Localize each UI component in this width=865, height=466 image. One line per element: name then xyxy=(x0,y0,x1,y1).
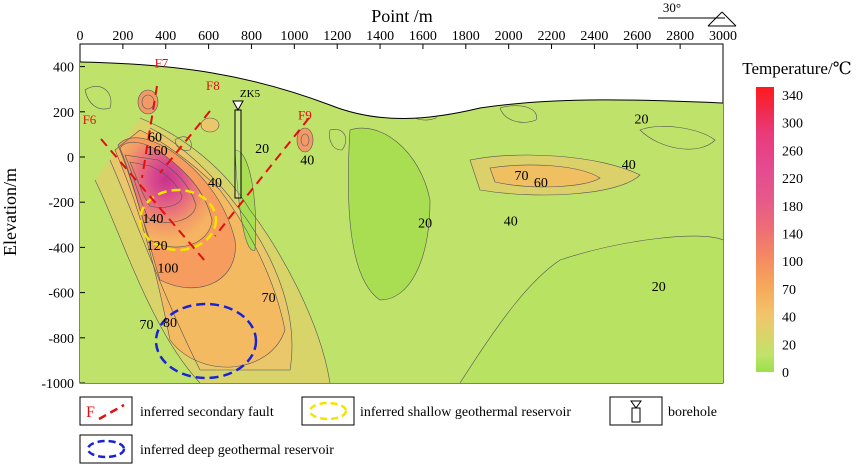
contour-value-label: 60 xyxy=(534,176,548,191)
contour-value-label: 120 xyxy=(147,239,168,254)
contour-value-label: 140 xyxy=(142,212,163,227)
fault-label-f7: F7 xyxy=(155,55,169,70)
colorbar-tick-label: 300 xyxy=(782,117,803,132)
fault-line-f6 xyxy=(100,138,206,262)
x-tick-label: 2800 xyxy=(666,29,694,44)
colorbar-tick-label: 340 xyxy=(782,89,803,104)
fault-label-f8: F8 xyxy=(206,78,220,93)
legend: F inferred secondary fault inferred shal… xyxy=(79,396,717,464)
y-tick-label: -600 xyxy=(48,287,74,302)
colorbar-tick-label: 100 xyxy=(782,255,803,270)
contour-value-label: 70 xyxy=(515,169,529,184)
colorbar-tick-label: 180 xyxy=(782,200,803,215)
x-tick-label: 600 xyxy=(198,29,219,44)
x-tick-label: 2200 xyxy=(538,29,566,44)
x-tick-label: 0 xyxy=(77,29,84,44)
x-tick-label: 800 xyxy=(241,29,262,44)
contour-value-label: 40 xyxy=(208,176,222,191)
colorbar-tick-label: 70 xyxy=(782,283,796,298)
x-tick-label: 1200 xyxy=(323,29,351,44)
colorbar-tick-label: 140 xyxy=(782,228,803,243)
shallow-reservoir-outline xyxy=(138,188,218,252)
x-tick-label: 1000 xyxy=(280,29,308,44)
contour-value-label: 70 xyxy=(262,291,276,306)
x-tick-label: 400 xyxy=(155,29,176,44)
legend-box-deep-reservoir xyxy=(79,434,133,464)
colorbar-tick-label: 220 xyxy=(782,172,803,187)
y-tick-label: -400 xyxy=(48,241,74,256)
fault-line-f9 xyxy=(214,117,310,237)
fault-label-f9: F9 xyxy=(298,107,312,122)
fault-label-f6: F6 xyxy=(83,112,97,127)
contour-value-label: 100 xyxy=(157,262,178,277)
borehole-zk5: ZK5 xyxy=(232,88,261,199)
contour-value-label: 20 xyxy=(652,280,666,295)
contour-value-label: 20 xyxy=(418,217,432,232)
contour-value-label: 20 xyxy=(255,142,269,157)
legend-box-fault xyxy=(79,396,133,426)
colorbar-title: Temperature/℃ xyxy=(742,59,851,78)
legend-label-shallow-reservoir: inferred shallow geothermal reservoir xyxy=(360,405,571,420)
x-axis-title: Point /m xyxy=(371,6,433,26)
legend-symbol-fault-letter: F xyxy=(86,404,95,421)
y-tick-label: 400 xyxy=(53,61,74,76)
x-tick-label: 2600 xyxy=(623,29,651,44)
colorbar-tick-label: 0 xyxy=(782,366,789,381)
contour-value-label: 160 xyxy=(147,144,168,159)
contour-value-label: 70 xyxy=(139,318,153,333)
x-tick-label: 2000 xyxy=(495,29,523,44)
x-tick-label: 1800 xyxy=(452,29,480,44)
deep-reservoir-outline xyxy=(154,302,258,380)
x-tick-label: 1400 xyxy=(366,29,394,44)
orientation-angle-label: 30° xyxy=(663,0,681,15)
colorbar-gradient xyxy=(756,87,774,372)
contour-value-label: 40 xyxy=(300,153,314,168)
legend-box-shallow-reservoir xyxy=(301,396,355,426)
y-axis-title: Elevation/m xyxy=(0,168,20,256)
x-tick-label: 1600 xyxy=(409,29,437,44)
colorbar-tick-label: 20 xyxy=(782,338,796,353)
colorbar-tick-label: 40 xyxy=(782,311,796,326)
contour-value-label: 60 xyxy=(148,131,162,146)
y-tick-label: 0 xyxy=(67,151,74,166)
y-tick-label: -800 xyxy=(48,332,74,347)
x-tick-label: 200 xyxy=(112,29,133,44)
y-axis: 400 200 0 -200 -400 -600 -800 -1000 xyxy=(41,61,85,392)
contour-value-label: 40 xyxy=(622,158,636,173)
orientation-indicator: 30° xyxy=(658,0,737,27)
colorbar-tick-label: 260 xyxy=(782,144,803,159)
fault-lines xyxy=(100,85,310,262)
colorbar: Temperature/℃ 340 300 260 220 180 140 100 70 40 2… xyxy=(742,59,851,381)
contour-value-label: 80 xyxy=(163,316,177,331)
x-tick-label: 3000 xyxy=(709,29,737,44)
ground-surface-line xyxy=(79,61,724,119)
legend-label-fault: inferred secondary fault xyxy=(140,405,274,420)
borehole-label: ZK5 xyxy=(240,88,261,100)
contour-value-label: 40 xyxy=(504,214,518,229)
legend-box-borehole xyxy=(609,396,663,426)
legend-label-borehole: borehole xyxy=(668,405,717,420)
y-tick-label: 200 xyxy=(53,106,74,121)
y-tick-label: -1000 xyxy=(41,377,74,392)
x-tick-label: 2400 xyxy=(580,29,608,44)
contour-value-label: 20 xyxy=(635,113,649,128)
x-axis: 0 200 400 600 800 1000 1200 1400 1600 1800 2000 220… xyxy=(77,29,737,49)
fault-line-f7 xyxy=(141,85,158,179)
fault-line-f8 xyxy=(159,110,211,174)
y-tick-label: -200 xyxy=(48,196,74,211)
legend-label-deep-reservoir: inferred deep geothermal reservoir xyxy=(140,443,334,458)
